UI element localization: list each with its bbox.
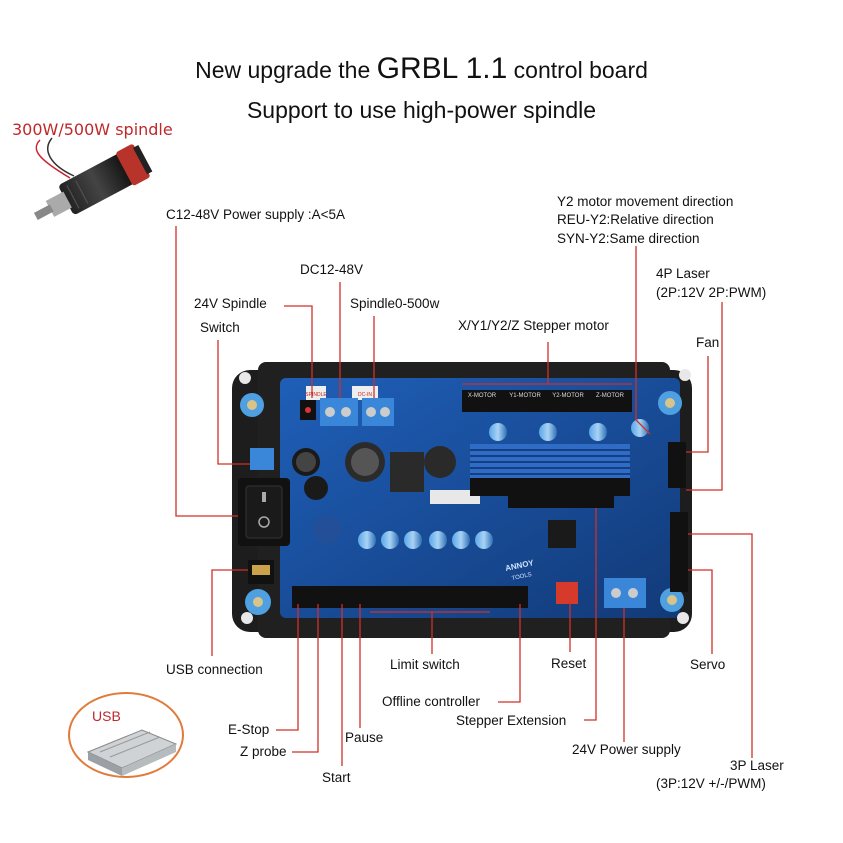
title-emphasis: GRBL 1.1 <box>376 52 508 85</box>
spindle-title: 300W/500W spindle <box>12 120 173 139</box>
label-3p-laser: 3P Laser <box>730 758 784 773</box>
page-subtitle: Support to use high-power spindle <box>246 97 597 123</box>
motor-label-x: X-MOTOR <box>468 393 497 399</box>
label-stepper-extension: Stepper Extension <box>456 713 567 728</box>
label-y2-direction: Y2 motor movement direction <box>557 194 734 209</box>
label-pause: Pause <box>345 730 384 745</box>
motor-label-y2: Y2-MOTOR <box>552 393 584 399</box>
label-4p-laser: 4P Laser <box>656 266 710 281</box>
label-3p-laser-detail: (3P:12V +/-/PWM) <box>656 776 766 791</box>
label-z-probe: Z probe <box>240 744 287 759</box>
usb-inset-title: USB <box>92 708 121 724</box>
label-24v-power-supply: 24V Power supply <box>572 742 681 757</box>
label-reset: Reset <box>551 656 587 671</box>
label-fan: Fan <box>696 335 720 350</box>
label-e-stop: E-Stop <box>228 722 270 737</box>
spindle-motor-image <box>33 137 153 220</box>
motor-label-y1: Y1-MOTOR <box>509 393 541 399</box>
label-24v-spindle: 24V Spindle <box>194 296 267 311</box>
label-power-supply: C12-48V Power supply :A<5A <box>166 207 345 222</box>
label-4p-laser-detail: (2P:12V 2P:PWM) <box>656 285 767 300</box>
label-limit-switch: Limit switch <box>390 657 460 672</box>
page-title: New upgrade the GRBL 1.1 control board <box>0 52 843 86</box>
label-offline-controller: Offline controller <box>382 694 481 709</box>
usb-power-supply-image <box>86 729 178 776</box>
label-reu-y2: REU-Y2:Relative direction <box>557 212 714 227</box>
label-usb-connection: USB connection <box>166 662 263 677</box>
title-prefix: New upgrade the <box>195 57 377 83</box>
terminal-tag-dcin: DC-IN <box>358 392 372 398</box>
terminal-tag-spindle: SPINDLE <box>305 392 327 398</box>
label-switch: Switch <box>200 320 240 335</box>
label-syn-y2: SYN-Y2:Same direction <box>557 231 700 246</box>
label-dc12-48v: DC12-48V <box>300 262 364 277</box>
callout-lines <box>175 226 753 766</box>
label-start: Start <box>322 770 351 785</box>
motor-label-z: Z-MOTOR <box>596 393 625 399</box>
control-board: SPINDLE DC-IN <box>232 362 692 638</box>
label-spindle-0-500w: Spindle0-500w <box>350 296 440 311</box>
board-brand-line2: TOOLS <box>511 572 532 582</box>
label-stepper-motor: X/Y1/Y2/Z Stepper motor <box>458 318 609 333</box>
label-servo: Servo <box>690 657 726 672</box>
title-suffix: control board <box>507 57 648 83</box>
